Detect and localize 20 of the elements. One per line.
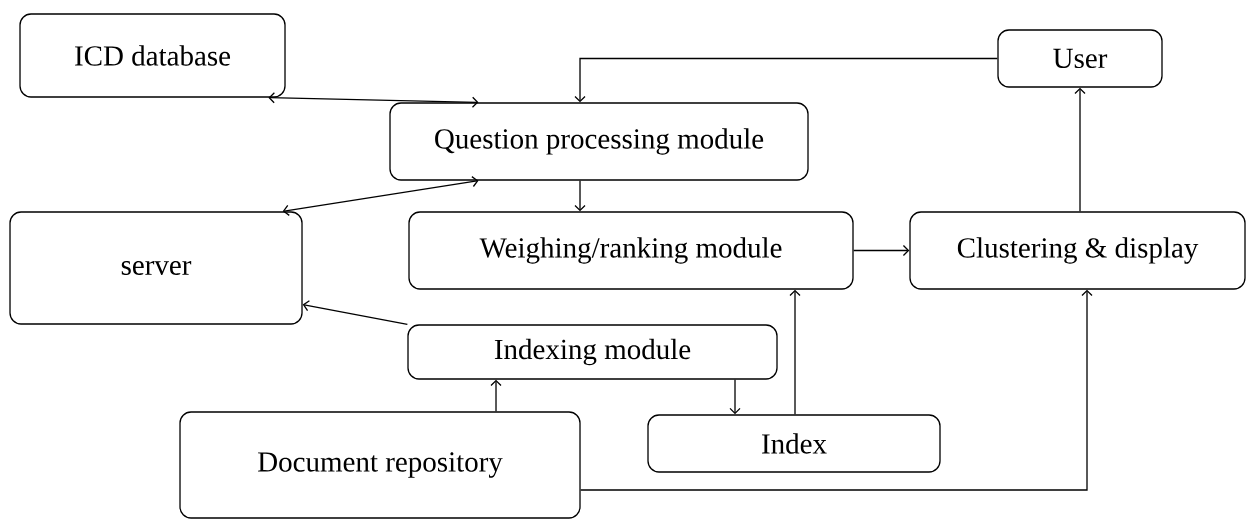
process-box: User xyxy=(997,29,1163,88)
arrow xyxy=(574,57,998,103)
process-box: Index xyxy=(647,414,941,473)
arrow xyxy=(268,92,479,108)
arrow xyxy=(574,180,586,212)
process-box: Question processing module xyxy=(389,102,809,181)
arrow xyxy=(282,175,479,216)
process-box: Document repository xyxy=(179,411,581,519)
process-box: Weighing/ranking module xyxy=(408,211,854,290)
process-box: server xyxy=(9,211,303,325)
arrow xyxy=(580,289,1093,491)
arrow xyxy=(729,379,741,415)
process-box: ICD database xyxy=(19,13,286,98)
process-box: Indexing module xyxy=(407,324,778,380)
arrow xyxy=(853,244,910,257)
arrow xyxy=(789,289,801,415)
arrow xyxy=(1074,87,1086,212)
process-box: Clustering & display xyxy=(909,211,1246,290)
arrow xyxy=(302,300,408,325)
arrow xyxy=(490,379,502,412)
